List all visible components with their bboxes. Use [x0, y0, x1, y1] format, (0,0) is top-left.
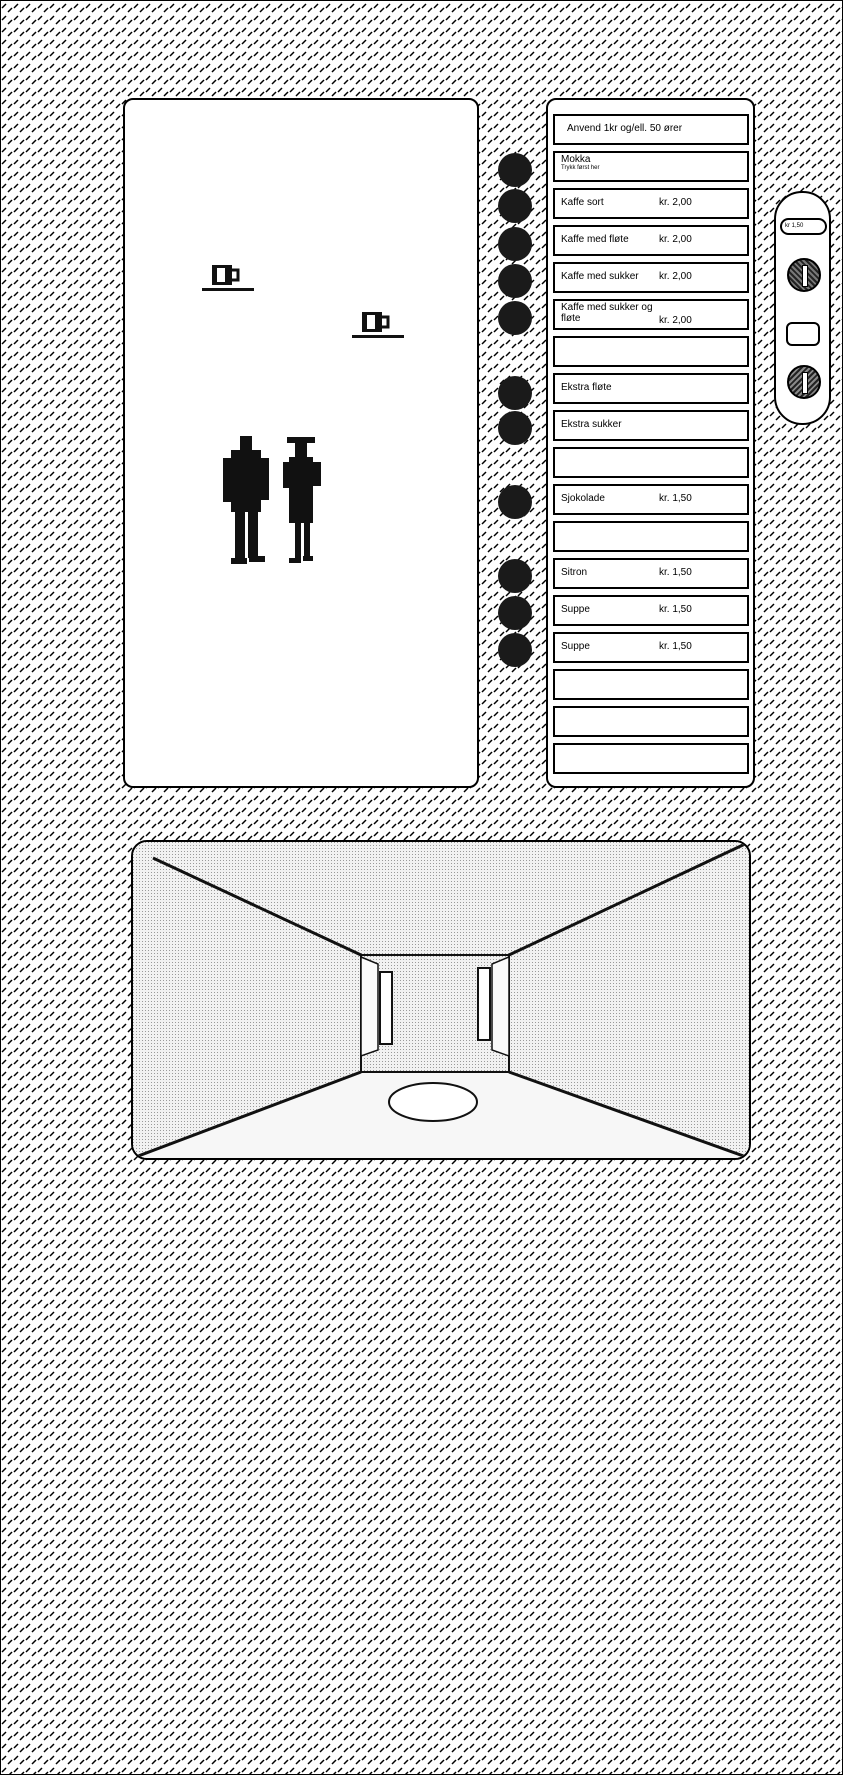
menu-item-price: kr. 1,50 — [659, 493, 692, 504]
menu-item[interactable]: Ekstra fløte — [553, 373, 749, 404]
corridor-scene — [133, 842, 749, 1158]
select-button-sitron[interactable] — [498, 559, 532, 593]
menu-item[interactable]: Kaffe med sukker kr. 2,00 — [553, 262, 749, 293]
display-window — [123, 98, 479, 788]
menu-item-price: kr. 1,50 — [659, 641, 692, 652]
menu-item-empty — [553, 669, 749, 700]
menu-item-name: Ekstra sukker — [561, 419, 661, 430]
menu-item-price: kr. 2,00 — [659, 315, 692, 326]
menu-item-empty — [553, 521, 749, 552]
coin-return-button[interactable] — [786, 322, 820, 346]
select-button-kaffe-med-flote[interactable] — [498, 227, 532, 261]
select-button-sjokolade[interactable] — [498, 485, 532, 519]
select-button-suppe-1[interactable] — [498, 596, 532, 630]
menu-item-name: Ekstra fløte — [561, 382, 661, 393]
select-button-suppe-2[interactable] — [498, 633, 532, 667]
display-scene — [125, 100, 477, 786]
menu-item-name: Kaffe sort — [561, 197, 661, 208]
menu-item-name: Sjokolade — [561, 493, 661, 504]
select-button-kaffe-med-sukker[interactable] — [498, 264, 532, 298]
menu-item-name: Kaffe med sukker — [561, 271, 661, 282]
menu-item[interactable]: Ekstra sukker — [553, 410, 749, 441]
menu-item-price: kr. 1,50 — [659, 604, 692, 615]
select-button-ekstra-flote[interactable] — [498, 376, 532, 410]
menu-item[interactable]: Sjokolade kr. 1,50 — [553, 484, 749, 515]
menu-item[interactable]: Suppe kr. 1,50 — [553, 632, 749, 663]
menu-item-name: Kaffe med sukker og fløte — [561, 302, 657, 324]
menu-item-name: Suppe — [561, 604, 661, 615]
delivery-hatch[interactable] — [131, 840, 751, 1160]
man-figure-icon — [223, 436, 269, 564]
menu-item[interactable]: Kaffe sort kr. 2,00 — [553, 188, 749, 219]
select-button-kaffe-sort[interactable] — [498, 189, 532, 223]
menu-item-sub: Trykk først her — [561, 165, 661, 172]
menu-item[interactable]: Kaffe med fløte kr. 2,00 — [553, 225, 749, 256]
menu-item-name: Suppe — [561, 641, 661, 652]
menu-item-price: kr. 2,00 — [659, 234, 692, 245]
menu-item[interactable]: Sitron kr. 1,50 — [553, 558, 749, 589]
balance-display: kr 1,50 — [780, 218, 827, 235]
menu-item-empty — [553, 706, 749, 737]
coffee-cup-icon — [202, 265, 254, 291]
menu-item[interactable]: Kaffe med sukker og fløte kr. 2,00 — [553, 299, 749, 330]
menu-item-price: kr. 2,00 — [659, 271, 692, 282]
menu-item-price: kr. 2,00 — [659, 197, 692, 208]
select-button-mokka[interactable] — [498, 153, 532, 187]
menu-item-name: Sitron — [561, 567, 661, 578]
menu-item-empty — [553, 447, 749, 478]
menu-item[interactable]: Suppe kr. 1,50 — [553, 595, 749, 626]
coin-icon[interactable] — [787, 365, 821, 399]
coin-icon[interactable] — [787, 258, 821, 292]
menu-header-text: Anvend 1kr og/ell. 50 ører — [567, 123, 747, 134]
coffee-cup-icon — [352, 312, 404, 338]
menu-item-empty — [553, 336, 749, 367]
menu-item-price: kr. 1,50 — [659, 567, 692, 578]
select-button-ekstra-sukker[interactable] — [498, 411, 532, 445]
select-button-kaffe-med-sukker-og-flote[interactable] — [498, 301, 532, 335]
woman-figure-icon — [283, 437, 321, 563]
coin-slot — [802, 265, 808, 287]
coin-slot — [802, 372, 808, 394]
menu-item-empty — [553, 743, 749, 774]
menu-item-name: Mokka — [561, 154, 590, 165]
menu-header: Anvend 1kr og/ell. 50 ører — [553, 114, 749, 145]
coin-panel: kr 1,50 — [774, 191, 831, 425]
menu-item-name: Kaffe med fløte — [561, 234, 661, 245]
